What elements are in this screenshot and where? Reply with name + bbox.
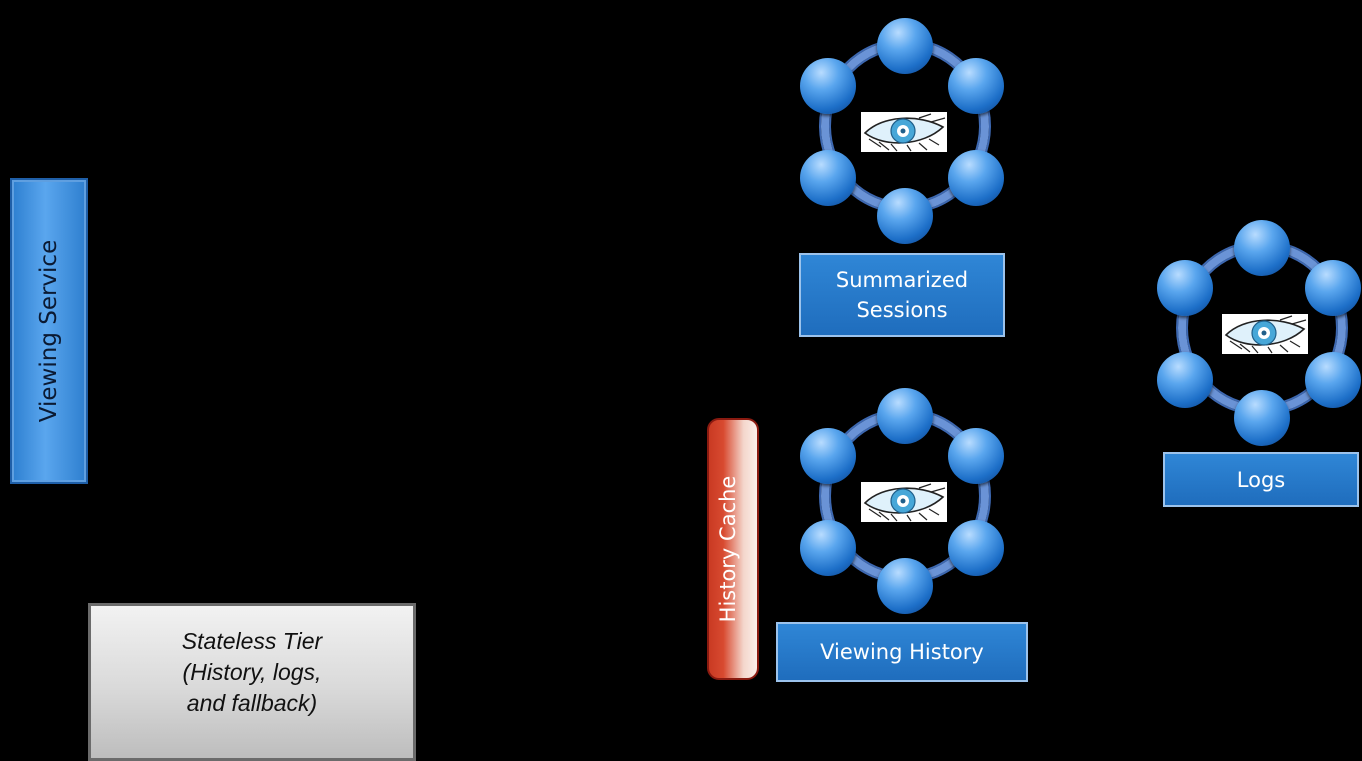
viewing-history-label-text: Viewing History [820, 640, 984, 664]
cluster-node [1157, 352, 1213, 408]
cluster-node [948, 58, 1004, 114]
cluster-node [800, 150, 856, 206]
cluster-node [877, 188, 933, 244]
viewing-history-label: Viewing History [776, 622, 1028, 682]
stateless-tier-line-2: (History, logs, [182, 659, 322, 685]
cluster-node [800, 520, 856, 576]
viewing-service-bar: Viewing Service [10, 178, 88, 484]
cassandra-eye-icon [861, 112, 947, 152]
cassandra-eye-icon [1222, 314, 1308, 354]
cluster-node [1234, 390, 1290, 446]
history-cache-label: History Cache [716, 475, 741, 623]
viewing-service-label: Viewing Service [36, 239, 62, 423]
cluster-node [800, 428, 856, 484]
summarized-label-line-2: Sessions [856, 298, 948, 322]
cluster-node [1305, 260, 1361, 316]
cluster-node [948, 428, 1004, 484]
cluster-node [1234, 220, 1290, 276]
cluster-node [800, 58, 856, 114]
stateless-tier-box: Stateless Tier (History, logs, and fallb… [88, 603, 416, 761]
cluster-node [877, 558, 933, 614]
cluster-node [877, 388, 933, 444]
cluster-node [877, 18, 933, 74]
cluster-node [1157, 260, 1213, 316]
summarized-label-line-1: Summarized [835, 268, 969, 292]
logs-label: Logs [1163, 452, 1359, 507]
summarized-sessions-label: Summarized Sessions [799, 253, 1005, 337]
cluster-node [948, 150, 1004, 206]
cassandra-eye-icon [861, 482, 947, 522]
cluster-node [948, 520, 1004, 576]
viewing-history-cluster [794, 378, 1016, 614]
stateless-tier-line-3: and fallback) [186, 690, 318, 716]
summarized-sessions-cluster [794, 8, 1016, 244]
logs-cluster [1151, 210, 1362, 446]
stateless-tier-title: Stateless Tier [181, 628, 323, 654]
logs-label-text: Logs [1236, 467, 1286, 492]
cluster-node [1305, 352, 1361, 408]
history-cache-bar: History Cache [707, 418, 759, 680]
